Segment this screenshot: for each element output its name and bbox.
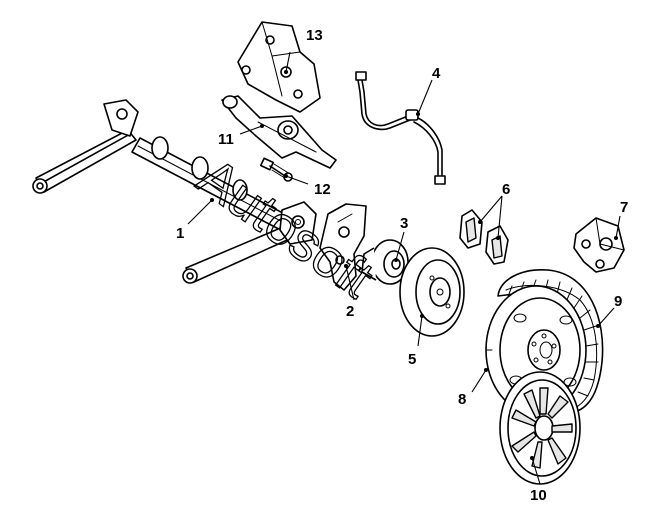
callout-3: 3 [400, 215, 408, 232]
rear-axle-beam-icon [32, 99, 317, 284]
callout-9: 9 [614, 293, 622, 310]
callout-7: 7 [620, 199, 628, 216]
leader-lines [187, 51, 621, 485]
callout-12: 12 [314, 181, 331, 198]
hub-cap-icon [499, 371, 581, 485]
brake-caliper-icon [573, 217, 625, 273]
callout-4: 4 [432, 65, 441, 82]
callout-13: 13 [306, 27, 323, 44]
mounting-bracket-icon [237, 21, 321, 113]
callout-6: 6 [502, 181, 510, 198]
brake-disc-icon [399, 247, 465, 337]
callout-2: 2 [346, 303, 354, 320]
callout-1: 1 [176, 225, 184, 242]
callout-11: 11 [218, 131, 234, 148]
callout-10: 10 [530, 487, 547, 504]
brake-hose-icon [355, 71, 446, 185]
callout-5: 5 [408, 351, 416, 368]
callout-8: 8 [458, 391, 466, 408]
backing-plate-icon [319, 203, 367, 291]
control-arm-icon [221, 95, 337, 169]
brake-pads-icon [459, 209, 509, 265]
